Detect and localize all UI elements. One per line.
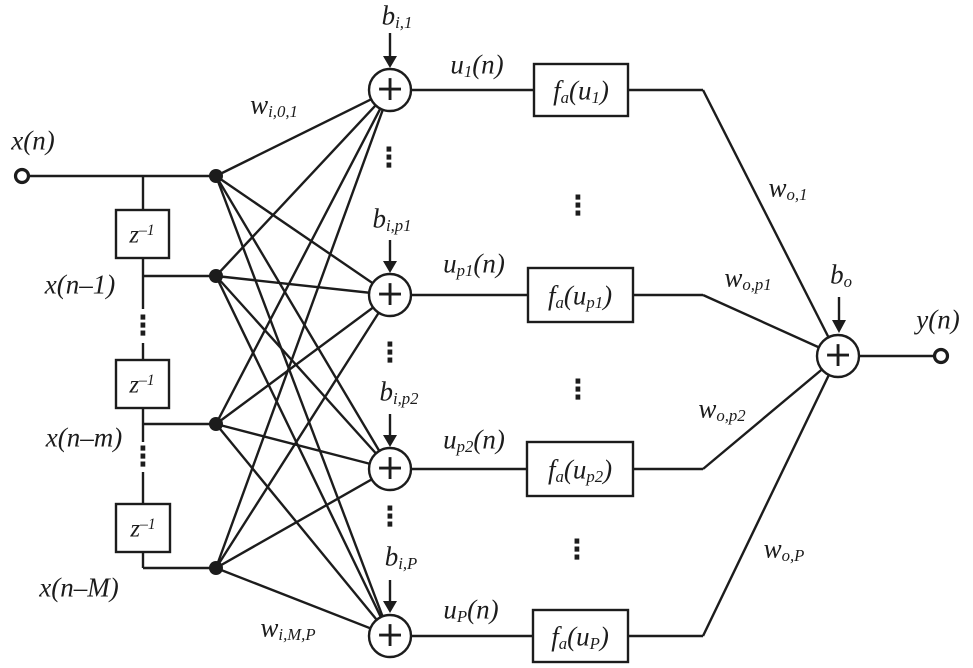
label-weight-out-p1: wo,p1 xyxy=(724,262,772,295)
ellipsis-bus-1: ⋮ xyxy=(129,310,157,342)
label-bias-P: bi,P xyxy=(384,541,418,574)
weight-line xyxy=(215,467,391,570)
ellipsis-bus-2: ⋮ xyxy=(129,441,157,473)
weight-line xyxy=(215,566,391,638)
plus-sign-adder-p2: + xyxy=(375,448,405,489)
activation-box-1 xyxy=(532,62,630,118)
tapped-delay-line xyxy=(29,174,216,570)
label-output-signal: y(n) xyxy=(916,304,960,335)
label-activation-1: fa(u1) xyxy=(553,75,609,108)
bias-arrowhead-1 xyxy=(383,56,397,68)
out-weight-line xyxy=(702,293,839,358)
delay-box-1 xyxy=(114,208,171,260)
junction-dot-4 xyxy=(209,561,223,575)
label-bias-out: bo xyxy=(830,259,852,292)
output-terminal xyxy=(932,347,950,365)
out-weight-line xyxy=(701,355,840,637)
ellipsis-column-3: ⋮ xyxy=(563,534,591,566)
plus-sign-adder-1: + xyxy=(375,69,405,110)
adder-nodes xyxy=(367,67,861,659)
ellipsis-adder-1: ⋮ xyxy=(375,142,403,174)
weight-line xyxy=(214,175,392,470)
delay-box-3 xyxy=(114,502,172,554)
terminals-and-junctions xyxy=(13,167,950,575)
hidden-layer xyxy=(411,62,635,664)
junction-dot-1 xyxy=(209,169,223,183)
plus-sign-adder-p1: + xyxy=(375,274,405,315)
label-activation-p2: fa(up2) xyxy=(547,454,613,487)
label-activation-p1: fa(up1) xyxy=(547,280,613,313)
label-weight-out-1: wo,1 xyxy=(768,172,808,205)
label-weight-input-first: wi,0,1 xyxy=(250,89,298,122)
weight-line xyxy=(215,89,391,277)
label-tap-M: x(n–M) xyxy=(39,572,119,603)
bias-arrowhead-out xyxy=(832,320,846,333)
label-weight-input-last: wi,M,P xyxy=(260,612,316,645)
adder-node-1 xyxy=(367,67,413,113)
ellipsis-column-2: ⋮ xyxy=(564,374,592,406)
label-tap-1: x(n–1) xyxy=(44,269,116,300)
activation-box-p2 xyxy=(525,440,635,498)
plus-sign-adder-output: + xyxy=(823,335,853,376)
input-weight-connections xyxy=(214,88,392,638)
ellipsis-adder-2: ⋮ xyxy=(376,337,404,369)
out-weight-line xyxy=(702,355,839,470)
input-terminal xyxy=(13,167,31,185)
label-delay-2: z–1 xyxy=(129,371,155,399)
label-bias-p1: bi,p1 xyxy=(372,203,412,236)
weight-line xyxy=(215,275,391,470)
weight-line xyxy=(215,423,391,637)
label-bias-1: bi,1 xyxy=(381,0,413,33)
label-activation-P: fa(uP) xyxy=(551,621,609,654)
label-delay-3: z–1 xyxy=(130,515,156,543)
weight-line xyxy=(214,175,392,637)
label-weight-out-p2: wo,p2 xyxy=(698,393,746,426)
junction-dot-3 xyxy=(209,417,223,431)
label-u-P: uP(n) xyxy=(443,594,499,627)
weight-line xyxy=(214,294,392,569)
ellipsis-column-1: ⋮ xyxy=(564,190,592,222)
weight-line xyxy=(215,422,391,471)
junction-dot-2 xyxy=(209,269,223,283)
label-weight-out-P: wo,P xyxy=(763,533,805,566)
weight-line xyxy=(215,175,391,296)
label-delay-1: z–1 xyxy=(129,221,155,249)
weight-line xyxy=(214,275,392,637)
label-bias-p2: bi,p2 xyxy=(379,376,419,409)
weight-line xyxy=(215,294,391,425)
adder-node-p1 xyxy=(367,272,413,318)
weight-line xyxy=(215,88,391,178)
weight-line xyxy=(215,274,391,297)
activation-box-p1 xyxy=(526,266,635,324)
bias-arrowhead-p1 xyxy=(383,261,397,273)
ellipsis-adder-3: ⋮ xyxy=(376,501,404,533)
activation-box-P xyxy=(531,608,630,664)
adder-node-P xyxy=(367,613,413,659)
adder-node-p2 xyxy=(367,446,413,492)
label-tap-m: x(n–m) xyxy=(45,422,123,453)
plus-sign-adder-P: + xyxy=(375,615,405,656)
bias-arrows xyxy=(383,33,846,613)
label-u-1: u1(n) xyxy=(450,49,504,82)
weight-line xyxy=(214,89,392,425)
output-weight-connections xyxy=(628,88,840,638)
weight-line xyxy=(214,89,392,569)
bias-arrowhead-p2 xyxy=(383,435,397,447)
label-u-p2: up2(n) xyxy=(443,424,505,457)
out-weight-line xyxy=(701,89,840,357)
label-u-p1: up1(n) xyxy=(443,248,505,281)
bias-arrowhead-P xyxy=(383,601,397,613)
label-input-signal: x(n) xyxy=(11,125,55,156)
